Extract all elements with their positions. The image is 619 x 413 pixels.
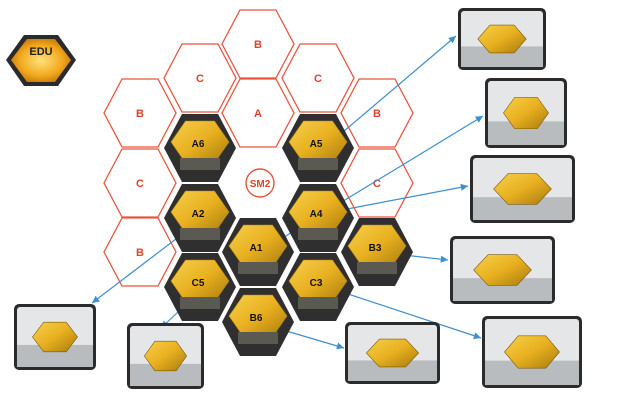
- edu-mirror-icon: [11, 39, 71, 82]
- outline-hex-top-b: B: [221, 9, 295, 79]
- hexagon-outline-icon: [221, 78, 295, 148]
- mirror-segment-b6: B6: [222, 288, 294, 356]
- outline-hex-upper-left-c: C: [163, 43, 237, 113]
- outline-hex-top-a: A: [221, 78, 295, 148]
- photo-floor-icon: [348, 360, 437, 381]
- arrow-a4: [325, 183, 469, 214]
- photo-mirror-icon: [504, 335, 560, 369]
- photo-mirror-icon: [473, 254, 532, 286]
- mirror-segment-a5: A5: [282, 114, 354, 182]
- outline-hex-left-b-upper: B: [103, 78, 177, 148]
- photo-b6: [345, 322, 440, 384]
- sm2-label: SM2: [250, 179, 271, 190]
- mirror-support-icon: [238, 332, 278, 344]
- outline-hex-label: B: [136, 108, 144, 120]
- mirror-support-icon: [298, 228, 338, 240]
- mirror-support-icon: [180, 228, 220, 240]
- outline-hex-label: B: [136, 247, 144, 259]
- hexagon-outline-icon: [340, 78, 414, 148]
- photo-floor-icon: [461, 46, 543, 67]
- outline-hex-label: C: [136, 178, 144, 190]
- photo-c5: [127, 323, 204, 389]
- mirror-segment-label: A4: [310, 209, 323, 220]
- photo-mirror-icon: [365, 338, 420, 368]
- sm2-circle: [245, 168, 275, 198]
- arrow-c3: [326, 286, 482, 340]
- photo-mirror-icon: [143, 340, 188, 372]
- mirror-segment-label: B3: [369, 243, 382, 254]
- mirror-segment-a4: A4: [282, 184, 354, 252]
- mirror-segment-label: A1: [250, 243, 263, 254]
- mirror-segment-a2: A2: [164, 184, 236, 252]
- mirror-segment-c5: C5: [164, 253, 236, 321]
- photo-mirror-icon: [32, 321, 78, 353]
- outline-hex-upper-right-c: C: [281, 43, 355, 113]
- outline-segments: B C C A B B C C B: [103, 9, 414, 287]
- outline-hex-right-b-upper: B: [340, 78, 414, 148]
- hexagon-outline-icon: [103, 148, 177, 218]
- hexagon-outline-icon: [103, 78, 177, 148]
- arrow-a5: [329, 35, 457, 144]
- outline-hex-label: C: [314, 73, 322, 85]
- outline-hex-label: B: [254, 39, 262, 51]
- mirror-support-icon: [298, 297, 338, 309]
- edu-label: EDU: [29, 46, 52, 58]
- mirror-segment-b3: B3: [341, 218, 413, 286]
- photo-b3: [450, 236, 555, 304]
- mirror-segment-label: C3: [310, 278, 323, 289]
- outline-hex-label: C: [373, 178, 381, 190]
- photo-floor-icon: [130, 363, 201, 386]
- photo-floor-icon: [453, 278, 552, 301]
- photo-floor-icon: [473, 197, 572, 220]
- mirror-segment-c3: C3: [282, 253, 354, 321]
- outline-hex-label: B: [373, 108, 381, 120]
- mirror-segment-label: C5: [192, 278, 205, 289]
- mirror-support-icon: [180, 297, 220, 309]
- photo-mirror-icon: [493, 173, 552, 205]
- photo-callouts: [14, 8, 582, 389]
- hexagon-outline-icon: [103, 217, 177, 287]
- photo-a2: [14, 304, 96, 370]
- photo-floor-icon: [17, 344, 93, 367]
- photo-a4-upper: [485, 78, 567, 148]
- mirror-segment-label: A6: [192, 139, 205, 150]
- photo-a5: [458, 8, 546, 70]
- edu-badge: EDU: [6, 35, 76, 86]
- photo-floor-icon: [488, 121, 564, 145]
- mirror-support-icon: [357, 262, 397, 274]
- photo-c3: [482, 316, 582, 388]
- hexagon-outline-icon: [163, 43, 237, 113]
- hexagon-outline-icon: [221, 9, 295, 79]
- mirror-segment-label: A5: [310, 139, 323, 150]
- secondary-mirror: SM2: [245, 168, 275, 198]
- mirror-segment-a1: A1: [222, 218, 294, 286]
- outline-hex-right-c: C: [340, 148, 414, 218]
- outline-hex-label: C: [196, 73, 204, 85]
- mirror-support-icon: [298, 158, 338, 170]
- hexagon-outline-icon: [281, 43, 355, 113]
- mirror-support-icon: [180, 158, 220, 170]
- mirror-segment-label: B6: [250, 313, 263, 324]
- outline-hex-left-c: C: [103, 148, 177, 218]
- photo-a4: [470, 155, 575, 223]
- photo-mirror-icon: [503, 96, 549, 130]
- outline-hex-left-b-lower: B: [103, 217, 177, 287]
- outline-hex-label: A: [254, 108, 262, 120]
- mirror-segment-a6: A6: [164, 114, 236, 182]
- mirror-support-icon: [238, 262, 278, 274]
- mirror-segment-label: A2: [192, 209, 205, 220]
- photo-mirror-icon: [477, 24, 527, 54]
